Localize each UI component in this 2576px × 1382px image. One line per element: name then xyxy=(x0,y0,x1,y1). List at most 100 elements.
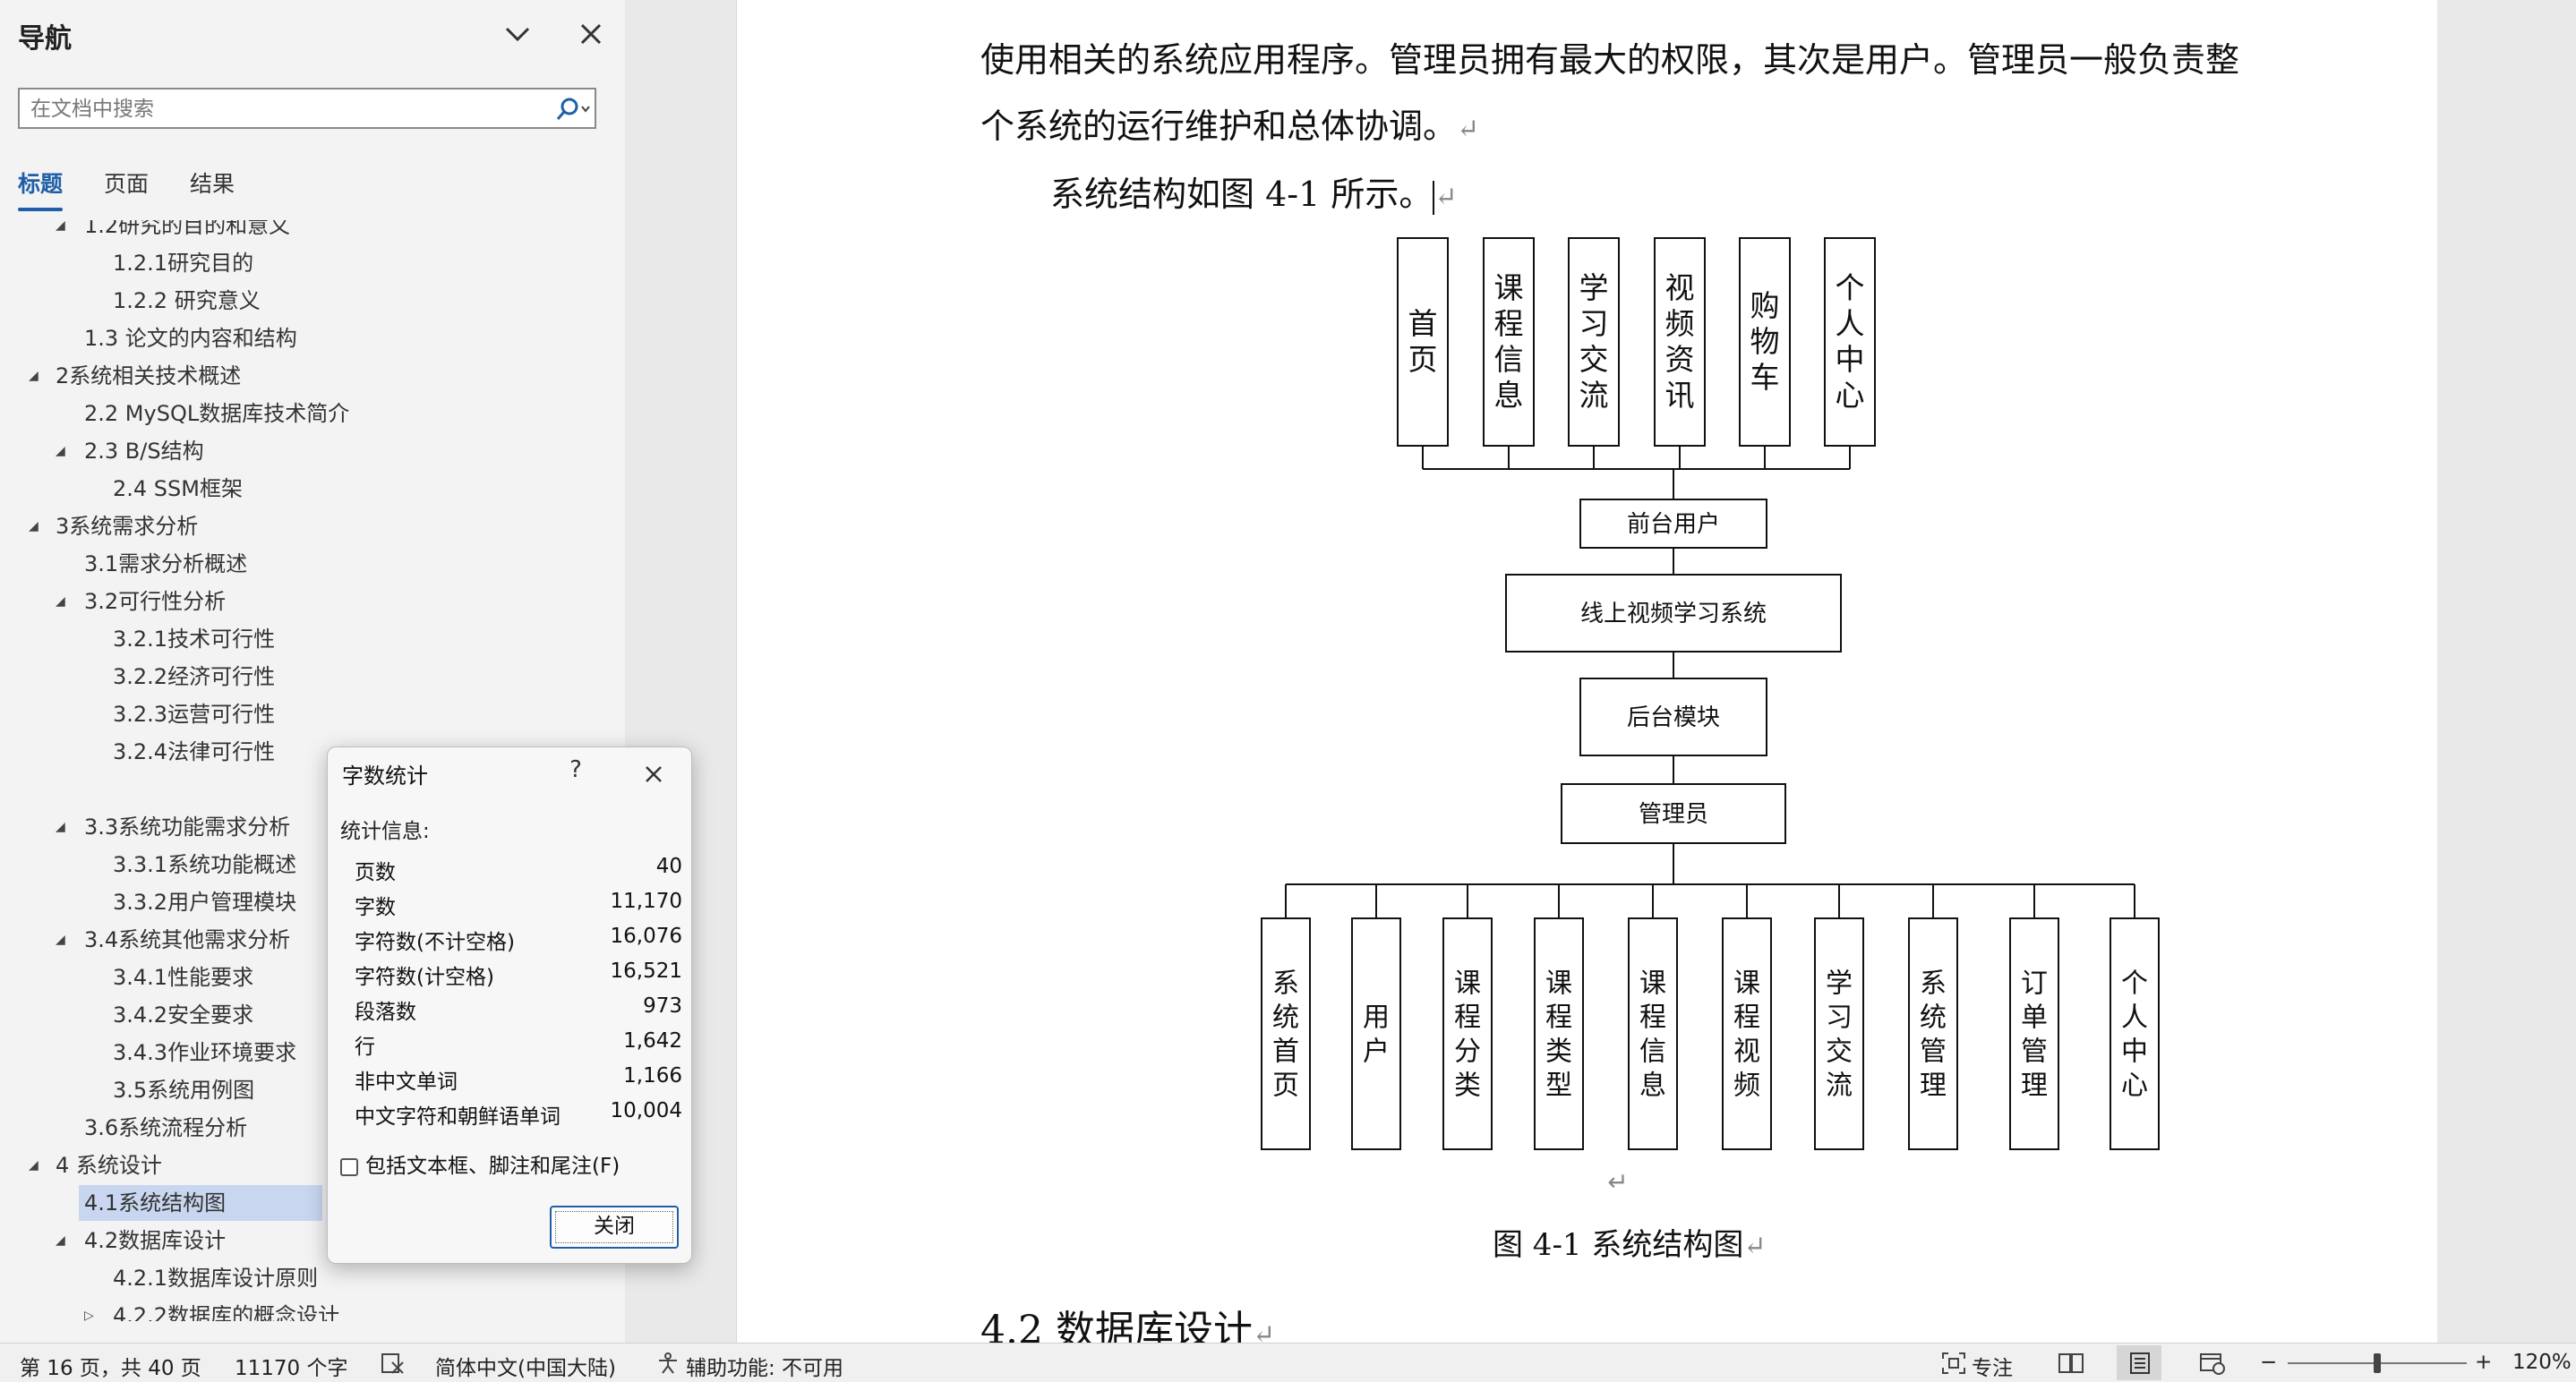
collapse-triangle-icon[interactable]: ◢ xyxy=(56,220,65,233)
diagram-box-char: 程 xyxy=(1733,1002,1760,1034)
language-indicator[interactable]: 简体中文(中国大陆) xyxy=(435,1357,616,1380)
nav-heading-label: 3.2.2经济可行性 xyxy=(113,664,276,689)
zoom-slider-thumb[interactable] xyxy=(2374,1353,2381,1373)
document-page[interactable]: 使用相关的系统应用程序。管理员拥有最大的权限，其次是用户。管理员一般负责整 个系… xyxy=(736,0,2439,1343)
collapse-triangle-icon[interactable]: ◢ xyxy=(29,1158,39,1173)
nav-heading-item[interactable]: ◢1.2研究的目的和意义 xyxy=(0,220,623,243)
nav-heading-label: 3.4.1性能要求 xyxy=(113,965,254,990)
nav-heading-item[interactable]: 3.5系统用例图 xyxy=(0,1072,623,1108)
nav-heading-item[interactable]: 1.2.1研究目的 xyxy=(0,245,623,281)
nav-heading-item[interactable]: 3.4.2安全要求 xyxy=(0,997,623,1033)
diagram-box-char: 习 xyxy=(1826,1002,1853,1034)
nav-heading-item[interactable]: ◢3系统需求分析 xyxy=(0,508,623,544)
stat-value: 16,521 xyxy=(610,960,682,983)
proofing-icon[interactable] xyxy=(380,1352,405,1375)
nav-heading-item[interactable]: 3.2.4法律可行性 xyxy=(0,734,623,770)
diagram-box-char: 用 xyxy=(1363,1002,1390,1034)
close-icon[interactable] xyxy=(636,756,672,792)
collapse-triangle-icon[interactable]: ◢ xyxy=(29,519,39,533)
stat-row: 字符数(不计空格)16,076 xyxy=(355,925,682,959)
close-icon[interactable] xyxy=(573,16,609,52)
diagram-box-char: 心 xyxy=(1836,378,1865,413)
tab-headings[interactable]: 标题 xyxy=(18,171,64,197)
nav-heading-label: 3.2.1技术可行性 xyxy=(113,627,276,652)
nav-heading-item[interactable]: 3.6系统流程分析 xyxy=(0,1110,623,1146)
nav-heading-item[interactable]: ◢ 4 系统设计 xyxy=(0,1147,623,1183)
nav-heading-item[interactable]: ◢2系统相关技术概述 xyxy=(0,358,623,394)
nav-heading-item[interactable]: 4.1系统结构图 xyxy=(0,1185,623,1221)
zoom-level[interactable]: 120% xyxy=(2512,1351,2572,1374)
diagram-box-char: 讯 xyxy=(1665,378,1695,413)
nav-heading-item[interactable]: 2.4 SSM框架 xyxy=(0,471,623,507)
diagram-box-char: 课 xyxy=(1454,968,1481,1000)
collapse-triangle-icon[interactable]: ◢ xyxy=(56,820,65,834)
chevron-down-icon[interactable] xyxy=(500,16,535,52)
nav-heading-item[interactable]: 3.1需求分析概述 xyxy=(0,546,623,582)
search-icon[interactable] xyxy=(550,95,593,124)
stat-value: 40 xyxy=(655,855,682,878)
nav-heading-item[interactable]: 4.2.1数据库设计原则 xyxy=(0,1260,623,1296)
read-mode-icon[interactable] xyxy=(2058,1352,2084,1375)
nav-heading-item[interactable]: 3.2.2经济可行性 xyxy=(0,659,623,695)
diagram-box-char: 程 xyxy=(1545,1002,1572,1034)
system-structure-diagram: 首页首页课程信息课程信息学习交流学习交流视频资讯视频资讯购物车购物车个人中心个人… xyxy=(1261,237,2160,1197)
nav-heading-item[interactable]: 3.2.1技术可行性 xyxy=(0,621,623,657)
diagram-box-char: 型 xyxy=(1545,1071,1572,1102)
nav-heading-item[interactable]: 2.2 MySQL数据库技术简介 xyxy=(0,396,623,431)
include-textboxes-checkbox[interactable]: 包括文本框、脚注和尾注(F) xyxy=(340,1148,620,1179)
nav-heading-label: 1.3 论文的内容和结构 xyxy=(84,326,297,351)
collapse-triangle-icon[interactable]: ◢ xyxy=(56,594,65,609)
nav-heading-item[interactable]: 3.4.1性能要求 xyxy=(0,960,623,995)
nav-heading-label: 3.3.1系统功能概述 xyxy=(113,852,297,877)
zoom-out-button[interactable]: − xyxy=(2260,1351,2278,1374)
help-button[interactable]: ? xyxy=(569,756,582,783)
accessibility-indicator[interactable]: 辅助功能: 不可用 xyxy=(686,1357,844,1380)
zoom-in-button[interactable]: + xyxy=(2475,1351,2493,1374)
tab-pages[interactable]: 页面 xyxy=(104,171,150,197)
diagram-box-char: 类 xyxy=(1454,1071,1481,1102)
nav-heading-item[interactable]: ◢3.4系统其他需求分析 xyxy=(0,922,623,958)
nav-heading-item[interactable]: ◢3.2可行性分析 xyxy=(0,584,623,619)
diagram-box-char: 息 xyxy=(1494,378,1524,413)
nav-heading-label: 4 系统设计 xyxy=(56,1153,162,1178)
search-input[interactable] xyxy=(29,90,552,129)
nav-heading-label: 3.4.2安全要求 xyxy=(113,1002,254,1028)
collapse-triangle-icon[interactable]: ◢ xyxy=(56,1233,65,1248)
focus-mode-button[interactable]: 专注 xyxy=(1972,1357,2013,1380)
nav-heading-item[interactable]: ▷4.2.2数据库的概念设计 xyxy=(0,1298,623,1321)
diagram-box-label: 后台模块 xyxy=(1627,704,1720,731)
nav-heading-item[interactable]: 3.2.3运营可行性 xyxy=(0,696,623,732)
nav-heading-item[interactable]: 3.3.2用户管理模块 xyxy=(0,884,623,920)
nav-heading-item[interactable]: ◢4.2数据库设计 xyxy=(0,1223,623,1258)
diagram-box-char: 订 xyxy=(2021,968,2048,1000)
stat-label: 页数 xyxy=(355,861,396,884)
diagram-box-char: 个 xyxy=(2121,968,2148,1000)
collapse-triangle-icon[interactable]: ◢ xyxy=(56,444,65,458)
nav-search-box[interactable] xyxy=(18,88,596,129)
nav-heading-item[interactable]: 1.3 论文的内容和结构 xyxy=(0,320,623,356)
word-count-indicator[interactable]: 11170 个字 xyxy=(235,1357,348,1380)
close-button[interactable]: 关闭 xyxy=(550,1206,679,1249)
nav-heading-item[interactable]: 1.2.2 研究意义 xyxy=(0,283,623,319)
checkbox-box[interactable] xyxy=(340,1157,358,1176)
diagram-box-char: 户 xyxy=(1363,1036,1390,1068)
diagram-box xyxy=(2110,917,2160,1150)
tab-results[interactable]: 结果 xyxy=(190,171,235,197)
collapse-triangle-icon[interactable]: ◢ xyxy=(29,369,39,383)
expand-triangle-icon[interactable]: ▷ xyxy=(84,1309,94,1321)
page-indicator[interactable]: 第 16 页，共 40 页 xyxy=(20,1357,201,1380)
nav-heading-item[interactable]: 3.3.1系统功能概述 xyxy=(0,847,623,883)
nav-heading-label: 4.1系统结构图 xyxy=(84,1190,227,1216)
stat-label: 字符数(计空格) xyxy=(355,966,494,989)
nav-heading-item[interactable]: ◢3.3系统功能需求分析 xyxy=(0,809,623,845)
web-layout-icon[interactable] xyxy=(2199,1352,2226,1375)
focus-icon[interactable] xyxy=(1941,1352,1966,1375)
print-layout-icon[interactable] xyxy=(2127,1352,2152,1375)
collapse-triangle-icon[interactable]: ◢ xyxy=(56,933,65,947)
accessibility-icon[interactable] xyxy=(655,1352,680,1375)
nav-heading-item[interactable]: 3.4.3作业环境要求 xyxy=(0,1035,623,1071)
nav-heading-item[interactable]: ◢2.3 B/S结构 xyxy=(0,433,623,469)
